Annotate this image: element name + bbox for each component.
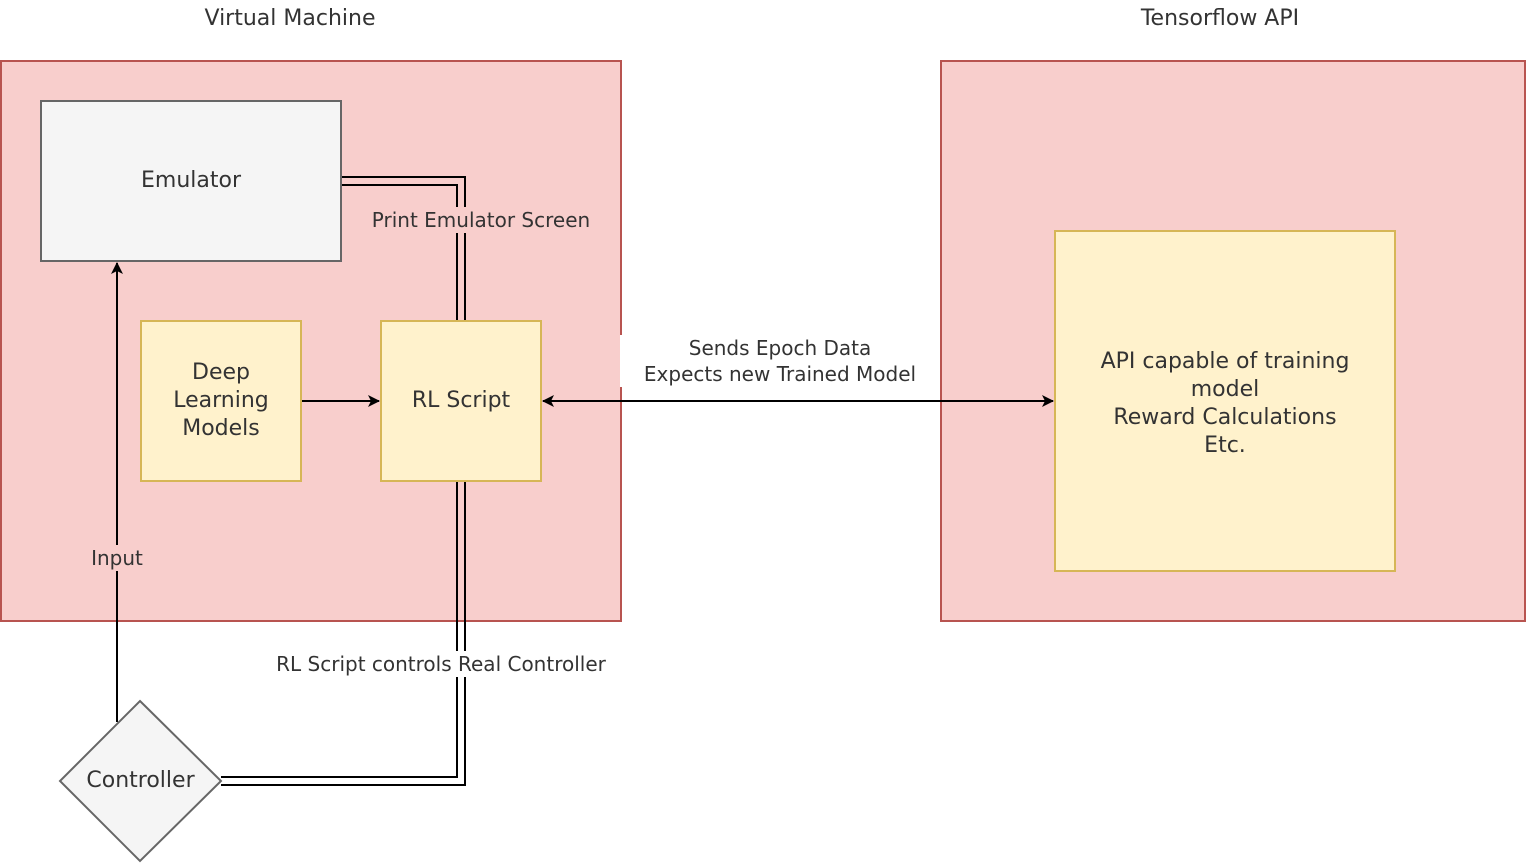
deep-learning-line-1: Deep <box>192 360 250 385</box>
api-line-4: Etc. <box>1204 433 1246 458</box>
api-line-2: model <box>1190 377 1260 402</box>
controls-link <box>221 481 466 786</box>
rl-script-node: RL Script <box>380 320 542 482</box>
print-screen-label: Print Emulator Screen <box>356 207 606 233</box>
epoch-label-line-2: Expects new Trained Model <box>643 362 917 386</box>
api-title: Tensorflow API <box>1140 6 1300 31</box>
controller-shape <box>58 699 223 863</box>
rl-script-label: RL Script <box>411 388 511 413</box>
api-node: API capable of training model Reward Cal… <box>1054 230 1396 572</box>
controller-label: Controller <box>86 768 195 793</box>
deep-learning-node: Deep Learning Models <box>140 320 302 482</box>
controller-node: Controller <box>60 761 221 801</box>
print-screen-link <box>341 176 466 321</box>
input-label: Input <box>82 545 152 571</box>
api-line-1: API capable of training <box>1100 349 1350 374</box>
controls-label: RL Script controls Real Controller <box>256 651 626 677</box>
deep-learning-line-2: Learning <box>173 388 269 413</box>
emulator-label: Emulator <box>141 168 241 193</box>
deep-learning-line-3: Models <box>182 416 260 441</box>
vm-title: Virtual Machine <box>204 6 376 31</box>
api-line-3: Reward Calculations <box>1113 405 1337 430</box>
emulator-node: Emulator <box>40 100 342 262</box>
epoch-data-label: Sends Epoch Data Expects new Trained Mod… <box>620 335 940 387</box>
epoch-label-line-1: Sends Epoch Data <box>688 336 872 360</box>
